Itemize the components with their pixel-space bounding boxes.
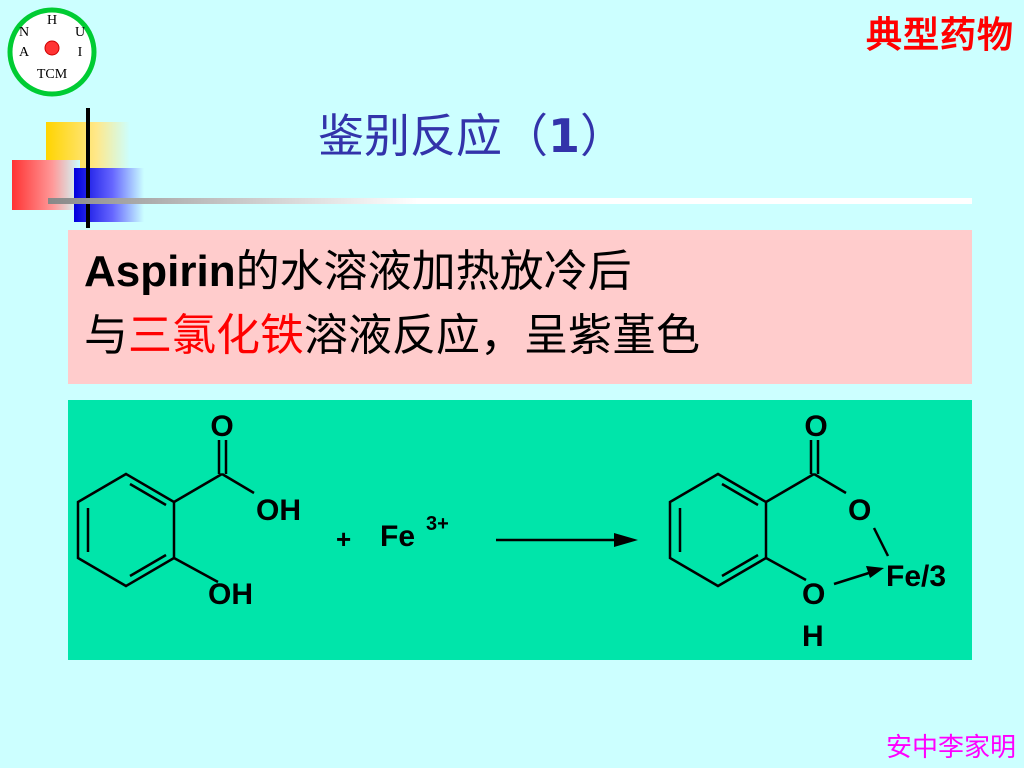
slide-title-text: 鉴别反应（ — [318, 109, 548, 163]
product-phenol-o: O — [802, 578, 825, 611]
decorative-blocks — [8, 108, 148, 228]
logo-dot — [44, 40, 60, 56]
iron-ion: Fe — [380, 520, 415, 553]
title-divider — [48, 198, 972, 204]
product-carboxyl-bond — [765, 472, 815, 504]
reactant-phenol-oh: OH — [208, 578, 253, 611]
slide-title-close: ） — [580, 109, 627, 163]
product-carbonyl-o: O — [804, 410, 827, 443]
product-phenol-h: H — [802, 620, 824, 653]
logo-letter-u: U — [75, 25, 85, 40]
reactant-structure — [76, 440, 255, 588]
reactant-ring-double-bond-2 — [129, 482, 167, 507]
reactant-acid-oh-bond — [221, 472, 255, 495]
reactant-benzene-ring — [76, 472, 176, 588]
reactant-phenol-bond — [173, 556, 219, 584]
reactant-carboxyl-bond — [173, 472, 223, 504]
logo-letter-i: I — [78, 45, 83, 60]
logo-graphic: H N U A I TCM — [7, 7, 97, 97]
slide-title-number: 1 — [548, 109, 581, 163]
logo-letter-n: N — [19, 25, 29, 40]
product-phenol-bond — [765, 556, 807, 582]
reaction-arrow — [496, 533, 638, 547]
statement-line-1-rest: 的水溶液加热放冷后 — [235, 246, 632, 297]
reactant-acid-oh: OH — [256, 494, 301, 527]
plus-sign: + — [336, 524, 351, 554]
reactant-carbonyl-o: O — [210, 410, 233, 443]
statement-line-1: Aspirin的水溶液加热放冷后 — [84, 240, 956, 304]
statement-subject: Aspirin — [84, 247, 236, 296]
product-ester-o-bond — [813, 472, 847, 495]
section-title: 典型药物 — [865, 14, 1014, 56]
product-ring-double-bond-3 — [721, 553, 759, 578]
statement-reagent: 三氯化铁 — [128, 310, 304, 361]
reactant-ring-double-bond-3 — [129, 553, 167, 578]
statement-box: Aspirin的水溶液加热放冷后 与三氯化铁溶液反应，呈紫堇色 — [68, 230, 972, 384]
product-metal: Fe/3 — [886, 560, 946, 593]
statement-line-2-rest: 溶液反应，呈紫堇色 — [304, 310, 700, 361]
reaction-scheme: O OH OH + Fe 3+ O O Fe/3 O — [76, 410, 946, 653]
decor-blue-block — [74, 168, 144, 222]
statement-line-2-prefix: 与 — [84, 310, 128, 361]
decor-vertical-line — [86, 108, 90, 228]
logo-letter-h: H — [47, 13, 57, 28]
logo-text-tcm: TCM — [37, 67, 68, 82]
statement-line-2: 与三氯化铁溶液反应，呈紫堇色 — [84, 304, 956, 368]
product-ester-o: O — [848, 494, 871, 527]
coordination-arrow-head — [866, 566, 884, 578]
iron-ion-charge: 3+ — [426, 513, 449, 535]
product-benzene-ring — [668, 472, 768, 588]
logo-letter-a: A — [19, 45, 30, 60]
reaction-panel: O OH OH + Fe 3+ O O Fe/3 O — [68, 400, 972, 660]
product-coordination-bond — [833, 570, 873, 586]
arrow-head — [614, 533, 638, 547]
author-name: 安中李家明 — [885, 733, 1016, 763]
product-structure — [668, 440, 890, 588]
product-ring-double-bond-2 — [721, 482, 759, 507]
product-o-fe-bond — [872, 527, 890, 557]
institution-logo: H N U A I TCM — [6, 6, 98, 98]
slide-title: 鉴别反应（1） — [318, 100, 626, 166]
